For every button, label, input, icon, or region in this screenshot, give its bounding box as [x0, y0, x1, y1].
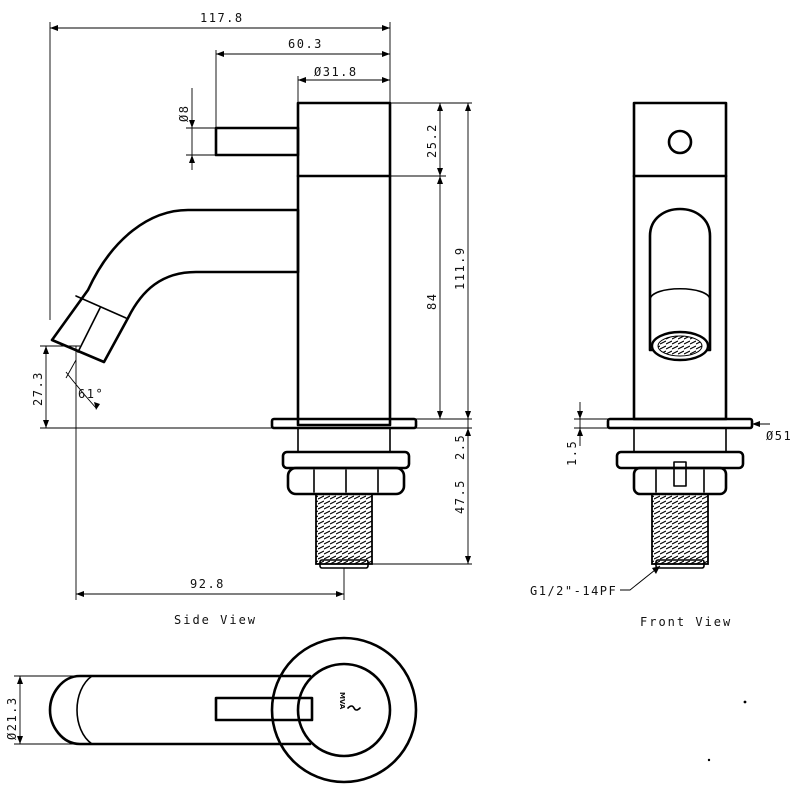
top-view: MVA — [48, 636, 418, 784]
dim-top-spout-diameter: Ø21.3 — [5, 696, 19, 740]
front-body — [632, 101, 728, 421]
stray-dot-2 — [707, 758, 711, 762]
dim-handle-height: 25.2 — [425, 123, 439, 158]
dim-thread-spec: G1/2"-14PF — [530, 584, 617, 598]
spout-aerator-mid — [77, 307, 101, 353]
dim-outlet-height: 27.3 — [31, 371, 45, 406]
front-view-caption: Front View — [640, 615, 732, 629]
front-nut — [632, 466, 728, 496]
front-dimensions: 1.5 Ø51 G1/2"-14PF — [530, 402, 792, 598]
dim-spout-reach: 60.3 — [288, 37, 323, 51]
side-dimensions: 117.8 60.3 Ø31.8 Ø8 25.2 — [31, 11, 472, 600]
dim-flange-diameter: Ø51 — [766, 429, 792, 443]
side-shank-threads — [315, 493, 373, 565]
front-slot — [673, 461, 687, 487]
dim-front-flange-thickness: 1.5 — [565, 440, 579, 466]
dim-total-height: 111.9 — [453, 246, 467, 290]
dim-outlet-angle: 61° — [78, 387, 104, 401]
dim-overall-width: 117.8 — [200, 11, 244, 25]
front-shank-end — [655, 559, 705, 569]
side-view-caption: Side View — [174, 613, 257, 627]
stray-dot-1 — [743, 700, 747, 704]
side-view — [50, 101, 418, 569]
side-spout — [50, 208, 300, 364]
top-brand-mark: MVA — [338, 692, 346, 710]
front-spout-outline — [648, 207, 712, 352]
front-shank-threads — [651, 493, 709, 565]
front-spout-inner — [649, 287, 711, 301]
front-view — [606, 101, 754, 569]
dim-outlet-offset: 92.8 — [190, 577, 225, 591]
top-body-circle — [296, 662, 392, 758]
dim-body-diameter: Ø31.8 — [314, 65, 358, 79]
top-handle — [214, 696, 314, 722]
side-body — [296, 101, 392, 427]
dim-body-height: 84 — [425, 293, 439, 310]
spout-aerator-line — [75, 295, 127, 319]
top-flange-circle — [270, 636, 418, 784]
top-dimensions: Ø21.3 — [5, 675, 74, 745]
dim-flange-thickness: 2.5 — [453, 434, 467, 460]
front-washer — [615, 450, 745, 470]
side-flange — [270, 417, 418, 430]
dim-shank-length: 47.5 — [453, 479, 467, 514]
top-brand-swoosh — [347, 705, 361, 711]
dim-handle-diameter: Ø8 — [177, 105, 191, 122]
top-spout — [48, 674, 312, 746]
front-flange — [606, 417, 754, 430]
front-aerator-mesh — [657, 335, 703, 357]
top-spout-tip — [76, 675, 93, 745]
side-washer — [281, 450, 411, 470]
front-handle-circle — [667, 129, 693, 155]
side-handle — [214, 126, 300, 157]
